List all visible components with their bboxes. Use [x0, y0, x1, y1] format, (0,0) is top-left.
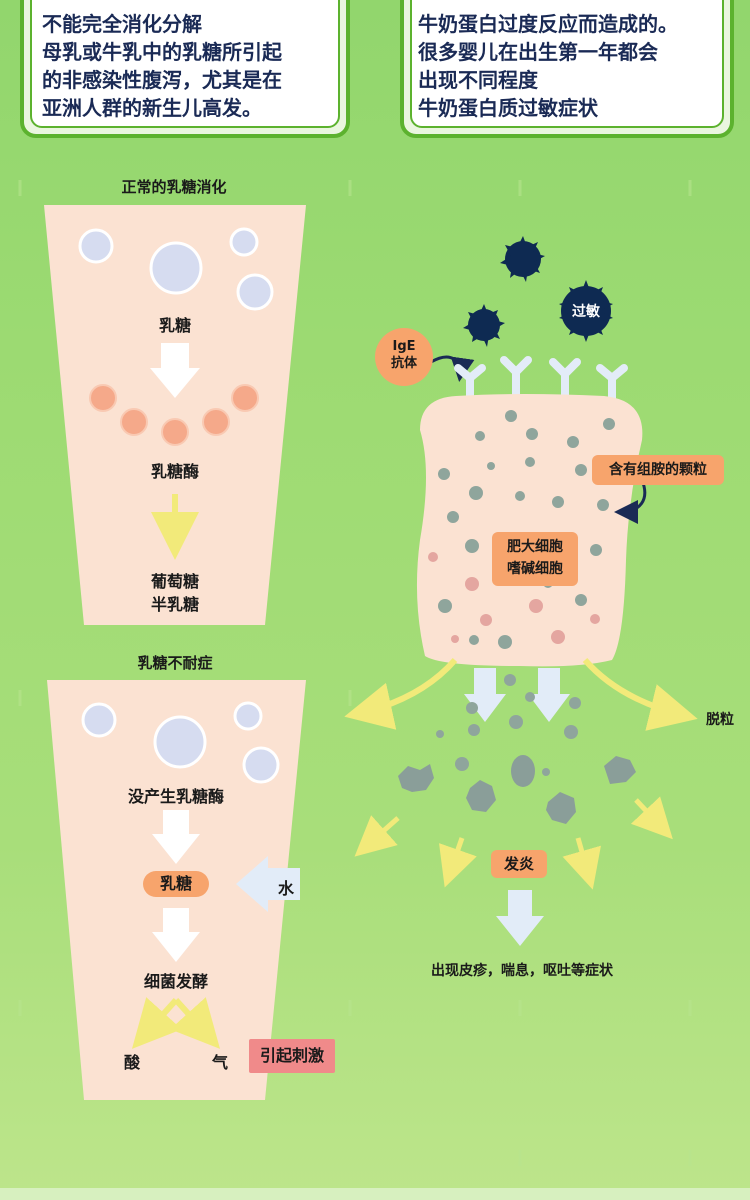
enzyme-shells — [89, 384, 259, 446]
degranulation-label: 脱粒 — [706, 712, 734, 728]
symptoms-label: 出现皮疹，喘息，呕吐等症状 — [431, 963, 613, 979]
inflammation-label: 发炎 — [491, 850, 547, 878]
lactose-bubble — [233, 701, 263, 731]
info-box-lactose: 不能完全消化分解 母乳或牛乳中的乳糖所引起 的非感染性腹泻，尤其是在 亚洲人群的… — [20, 0, 350, 138]
footer-band — [0, 1188, 750, 1200]
down-arrow — [152, 908, 200, 962]
water-label: 水 — [277, 879, 294, 898]
irritation-badge: 引起刺激 — [249, 1039, 335, 1073]
lactose-bubble — [78, 228, 114, 264]
normal-digestion-cup — [44, 205, 306, 625]
burst-arrow — [630, 796, 673, 840]
lactose-bubble — [153, 715, 207, 769]
water-arrow — [236, 856, 300, 912]
down-arrow-blue — [528, 668, 570, 722]
lactose-bubble — [236, 273, 274, 311]
burst-arrow — [562, 837, 601, 890]
inflammation-blobs — [398, 755, 636, 824]
down-arrow — [152, 810, 200, 864]
fork-arrow-left — [131, 997, 182, 1049]
mast-cell-line-2: 嗜碱细胞 — [507, 561, 563, 577]
info-line-3: 出现不同程度 — [418, 68, 538, 92]
down-arrow — [150, 343, 200, 398]
ige-antibody-circle: IgE 抗体 — [375, 328, 433, 386]
info-box-inner — [410, 0, 724, 128]
histamine-granules — [438, 410, 615, 649]
lactase-label: 乳糖酶 — [150, 462, 199, 481]
normal-digestion-title: 正常的乳糖消化 — [121, 178, 227, 196]
ige-label: IgE — [392, 339, 416, 354]
allergen-particle — [559, 280, 613, 342]
down-arrow-blue — [464, 668, 506, 722]
release-arrow — [344, 658, 458, 730]
info-box-inner — [30, 0, 340, 128]
no-lactase-label: 没产生乳糖酶 — [127, 787, 224, 806]
galactose-label: 半乳糖 — [150, 595, 199, 614]
gas-label: 气 — [211, 1053, 228, 1072]
ige-antibodies — [454, 356, 628, 404]
allergen-label: 过敏 — [572, 303, 601, 320]
glucose-label: 葡萄糖 — [150, 572, 199, 591]
lactose-bubble — [81, 702, 117, 738]
release-arrow — [582, 658, 698, 731]
info-line-2: 母乳或牛乳中的乳糖所引起 — [42, 40, 282, 64]
acid-label: 酸 — [123, 1053, 140, 1072]
lactose-pill: 乳糖 — [143, 871, 209, 897]
info-line-1: 牛奶蛋白过度反应而造成的。 — [418, 12, 678, 36]
burst-arrow — [354, 815, 400, 857]
allergen-particle — [463, 304, 505, 347]
intolerance-title: 乳糖不耐症 — [137, 654, 213, 672]
lactose-bubble — [229, 227, 259, 257]
burst-arrow — [439, 837, 477, 888]
released-granules — [436, 674, 581, 776]
info-line-2: 很多婴儿在出生第一年都会 — [418, 40, 658, 64]
info-line-4: 牛奶蛋白质过敏症状 — [418, 96, 598, 120]
histamine-granules-pink — [428, 552, 600, 644]
allergen-particle — [500, 236, 545, 282]
mast-cell-label: 肥大细胞 嗜碱细胞 — [492, 532, 578, 586]
info-line-4: 亚洲人群的新生儿高发。 — [42, 96, 262, 120]
lactose-bubble — [149, 241, 203, 295]
fork-arrow-right — [170, 997, 221, 1049]
antibody-label: 抗体 — [390, 356, 417, 371]
info-line-1: 不能完全消化分解 — [42, 12, 202, 36]
info-box-allergy: 牛奶蛋白过度反应而造成的。 很多婴儿在出生第一年都会 出现不同程度 牛奶蛋白质过… — [400, 0, 734, 138]
fermentation-label: 细菌发酵 — [143, 972, 208, 991]
info-line-3: 的非感染性腹泻，尤其是在 — [42, 68, 282, 92]
mast-cell-line-1: 肥大细胞 — [507, 539, 563, 555]
granules-label: 含有组胺的颗粒 — [592, 455, 724, 485]
lactose-label: 乳糖 — [158, 316, 191, 335]
down-arrow-blue — [496, 890, 544, 946]
lactose-bubble — [242, 746, 280, 784]
